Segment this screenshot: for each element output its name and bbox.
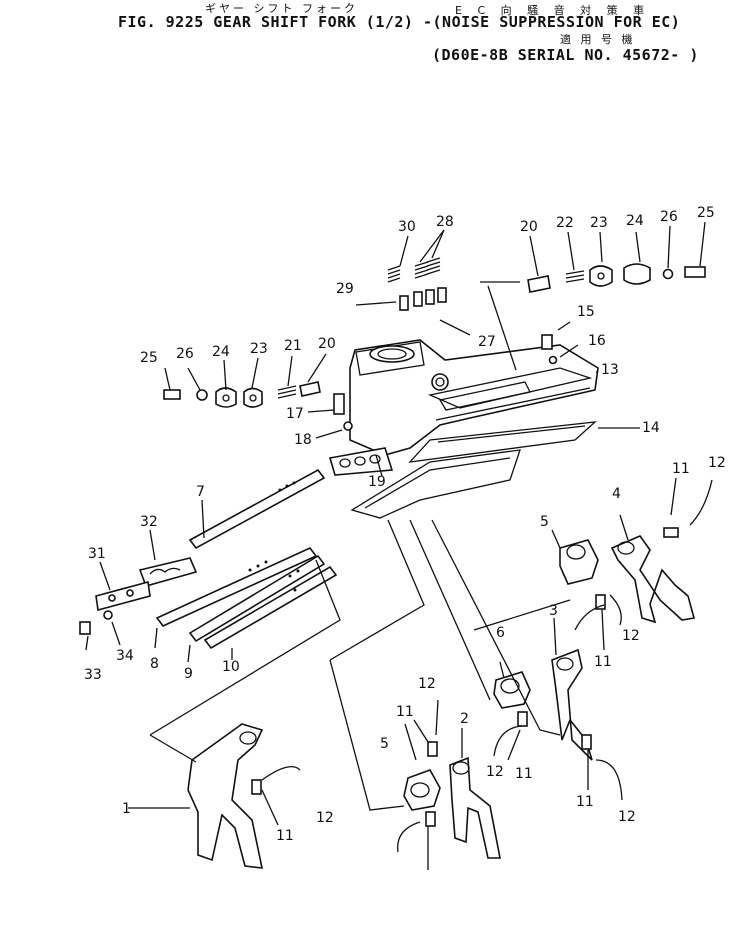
callout-2: 2 bbox=[460, 711, 469, 727]
interlock-plates bbox=[95, 557, 198, 612]
callout-22: 22 bbox=[556, 215, 574, 231]
callout-12a: 12 bbox=[708, 455, 726, 471]
callout-12d: 12 bbox=[486, 764, 504, 780]
callout-12b: 12 bbox=[622, 628, 640, 644]
callout-4: 4 bbox=[612, 486, 621, 502]
callout-5a: 5 bbox=[540, 514, 549, 530]
callout-5b: 5 bbox=[380, 736, 389, 752]
small-hardware bbox=[79, 257, 706, 635]
lock-bolts bbox=[251, 527, 679, 827]
shift-fork-2 bbox=[449, 756, 501, 859]
callout-17: 17 bbox=[286, 406, 304, 422]
callout-25b: 25 bbox=[140, 350, 158, 366]
callout-23b: 23 bbox=[250, 341, 268, 357]
callout-3: 3 bbox=[549, 603, 558, 619]
callout-23a: 23 bbox=[590, 215, 608, 231]
callout-12e: 12 bbox=[618, 809, 636, 825]
callout-20b: 20 bbox=[318, 336, 336, 352]
title-japanese-part-name: ギヤー シフト フォーク bbox=[205, 2, 358, 15]
shift-housing-cover bbox=[328, 339, 599, 476]
callout-19: 19 bbox=[368, 474, 386, 490]
callout-11d: 11 bbox=[576, 794, 594, 810]
callout-29: 29 bbox=[336, 281, 354, 297]
callout-11f: 11 bbox=[276, 828, 294, 844]
shift-fork-4 bbox=[610, 535, 696, 624]
shift-rods bbox=[155, 468, 338, 650]
callout-33: 33 bbox=[84, 667, 102, 683]
shift-fork-1 bbox=[187, 723, 264, 869]
callout-11c: 11 bbox=[515, 766, 533, 782]
figure-title: FIG. 9225 GEAR SHIFT FORK (1/2) -(NOISE … bbox=[118, 13, 681, 31]
callout-7: 7 bbox=[196, 484, 205, 500]
callout-1: 1 bbox=[122, 801, 131, 817]
shift-fork-3 bbox=[551, 648, 593, 761]
callout-9: 9 bbox=[184, 666, 193, 682]
gasket-lower bbox=[350, 449, 521, 519]
callout-11e: 11 bbox=[396, 704, 414, 720]
callout-34: 34 bbox=[116, 648, 134, 664]
callout-30: 30 bbox=[398, 219, 416, 235]
title-japanese-applicability: 適 用 号 機 bbox=[560, 33, 636, 46]
callout-28: 28 bbox=[436, 214, 454, 230]
callout-15: 15 bbox=[577, 304, 595, 320]
callout-25a: 25 bbox=[697, 205, 715, 221]
shift-blocks bbox=[403, 539, 599, 811]
callout-11b: 11 bbox=[594, 654, 612, 670]
callout-16: 16 bbox=[588, 333, 606, 349]
callout-10: 10 bbox=[222, 659, 240, 675]
callout-32: 32 bbox=[140, 514, 158, 530]
callout-12c: 12 bbox=[418, 676, 436, 692]
callout-24b: 24 bbox=[212, 344, 230, 360]
callout-21: 21 bbox=[284, 338, 302, 354]
callout-26a: 26 bbox=[660, 209, 678, 225]
callout-24a: 24 bbox=[626, 213, 644, 229]
serial-applicability: (D60E-8B SERIAL NO. 45672- ) bbox=[432, 46, 699, 64]
callout-6: 6 bbox=[496, 625, 505, 641]
gasket-upper bbox=[408, 421, 597, 463]
callout-11a: 11 bbox=[672, 461, 690, 477]
callout-labels: 1 2 3 4 5 5 6 7 8 9 10 11 11 11 11 11 11… bbox=[84, 205, 726, 844]
callout-8: 8 bbox=[150, 656, 159, 672]
callout-26b: 26 bbox=[176, 346, 194, 362]
callout-13: 13 bbox=[601, 362, 619, 378]
callout-12f: 12 bbox=[316, 810, 334, 826]
callout-20a: 20 bbox=[520, 219, 538, 235]
callout-14: 14 bbox=[642, 420, 660, 436]
title-japanese-ec-note: E C 向 騒 音 対 策 車 bbox=[455, 4, 651, 17]
callout-18: 18 bbox=[294, 432, 312, 448]
callout-31: 31 bbox=[88, 546, 106, 562]
leader-lines bbox=[85, 221, 713, 870]
callout-27: 27 bbox=[478, 334, 496, 350]
